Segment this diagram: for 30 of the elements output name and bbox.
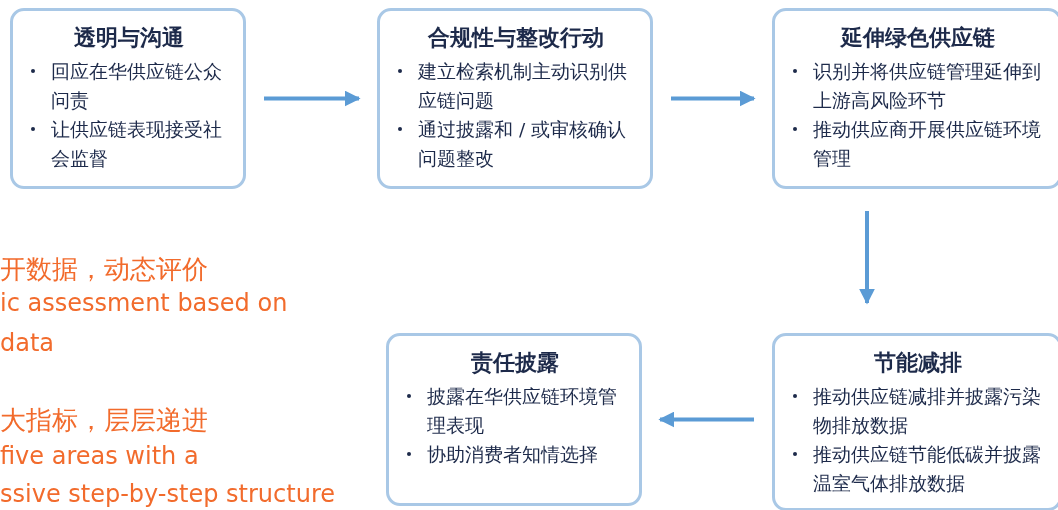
process-box xyxy=(772,333,1058,510)
caption-text: ssive step-by-step structure xyxy=(0,480,335,508)
box-heading: 节能减排 xyxy=(873,349,963,377)
arrow xyxy=(671,90,756,107)
box-heading: 责任披露 xyxy=(470,349,560,377)
bullet-text: 通过披露和 / 或审核确认问题整改 xyxy=(418,118,627,171)
caption-text: five areas with a xyxy=(0,442,199,470)
process-box xyxy=(386,333,642,506)
caption-text: 开数据，动态评价 xyxy=(0,253,208,286)
arrow xyxy=(859,211,875,305)
caption-text: 大指标，层层递进 xyxy=(0,404,208,437)
caption-text: ic assessment based on xyxy=(0,289,288,317)
process-box xyxy=(772,8,1058,189)
bullet-text: 识别并将供应链管理延伸到上游高风险环节 xyxy=(813,60,1042,113)
arrow xyxy=(264,90,361,107)
bullet-text: 推动供应商开展供应链环境管理 xyxy=(813,118,1042,171)
bullet-text: 推动供应链节能低碳并披露温室气体排放数据 xyxy=(813,443,1042,496)
bullet-text: 推动供应链减排并披露污染物排放数据 xyxy=(813,385,1042,438)
process-box xyxy=(377,8,653,189)
bullet-text: 建立检索机制主动识别供应链问题 xyxy=(418,60,628,113)
box-heading: 延伸绿色供应链 xyxy=(839,24,996,52)
bullet-text: 回应在华供应链公众问责 xyxy=(51,60,223,113)
box-heading: 合规性与整改行动 xyxy=(427,24,605,52)
arrow xyxy=(658,411,754,428)
bullet-text: 让供应链表现接受社会监督 xyxy=(51,118,223,171)
process-box xyxy=(10,8,246,189)
caption-text: data xyxy=(0,329,55,357)
box-heading: 透明与沟通 xyxy=(73,24,185,52)
bullet-text: 披露在华供应链环境管理表现 xyxy=(427,385,618,438)
bullet-text: 协助消费者知情选择 xyxy=(427,443,599,467)
